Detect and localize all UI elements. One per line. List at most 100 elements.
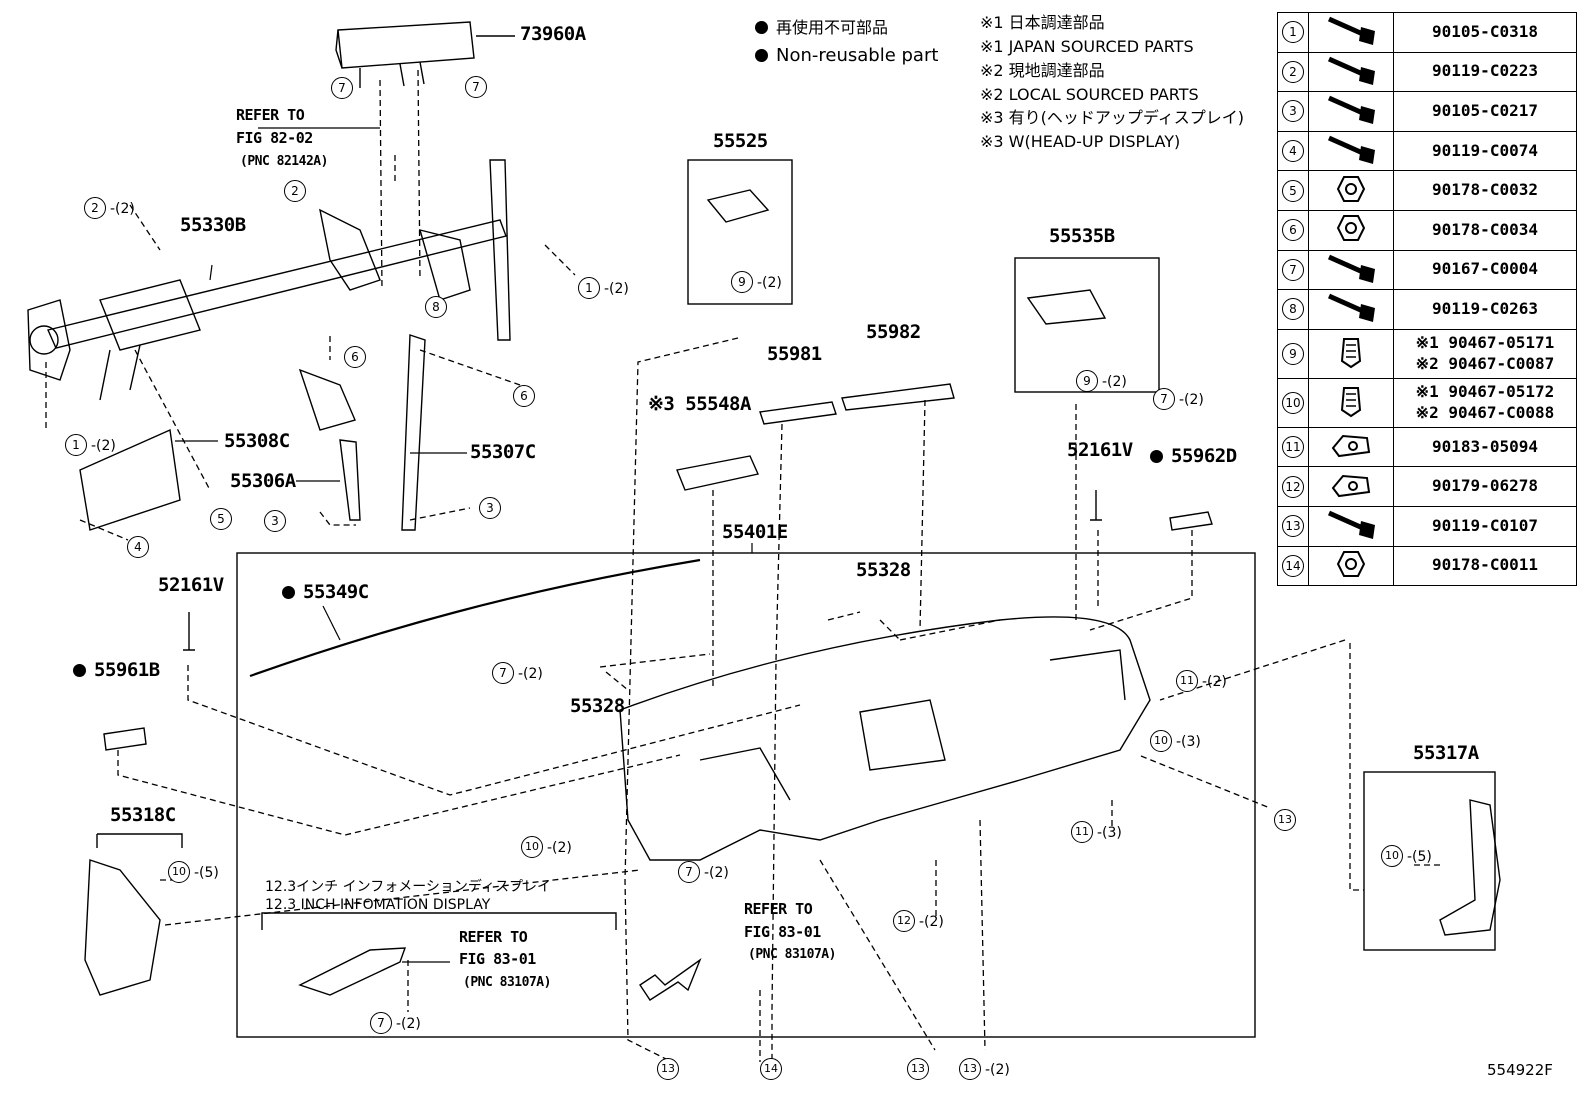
row-number-cell: 1 xyxy=(1277,12,1309,53)
row-number: 2 xyxy=(1282,60,1304,83)
fig-ref-label: FIG 83-01 xyxy=(744,923,821,941)
callout-number: 4 xyxy=(127,536,149,558)
note-line: ※3 W(HEAD-UP DISPLAY) xyxy=(980,132,1181,151)
refer-to-label: REFER TO xyxy=(459,928,528,946)
part-label-55317A: 55317A xyxy=(1413,742,1479,764)
part-number: ※2 90467-C0088 xyxy=(1415,402,1555,422)
callout-quantity: -(5) xyxy=(194,865,219,881)
part-number-cell: 90119-C0107 xyxy=(1393,505,1577,547)
callout-quantity: -(2) xyxy=(518,666,543,682)
row-number-cell: 13 xyxy=(1277,505,1309,547)
parts-table-row: 14 90178-C0011 xyxy=(1277,545,1577,587)
parts-table-row: 11 90183-05094 xyxy=(1277,426,1577,468)
screw-52161V-right xyxy=(1090,490,1102,521)
row-number: 6 xyxy=(1282,219,1304,242)
cover-55535B-box xyxy=(1014,257,1160,393)
row-number: 4 xyxy=(1282,140,1304,163)
row-number: 7 xyxy=(1282,258,1304,281)
callout-number: 11 xyxy=(1176,670,1198,692)
callout-number: 7 xyxy=(678,861,700,883)
assembly-frame xyxy=(236,552,1256,1038)
part-number-cell: 90167-C0004 xyxy=(1393,249,1577,291)
row-number-cell: 5 xyxy=(1277,170,1309,211)
row-number: 14 xyxy=(1282,554,1304,577)
filled-dot-icon xyxy=(755,49,768,62)
row-number-cell: 7 xyxy=(1277,249,1309,291)
part-number-cell: ※1 90467-05172※2 90467-C0088 xyxy=(1393,377,1577,428)
part-number-cell: 90119-C0263 xyxy=(1393,289,1577,330)
callout-number: 9 xyxy=(1076,370,1098,392)
callout-quantity: -(2) xyxy=(1179,392,1204,408)
part-label-55318C: 55318C xyxy=(110,804,176,826)
callout-number: 3 xyxy=(479,497,501,519)
nut-clip-icon xyxy=(1308,466,1394,507)
parts-table-row: 7 90167-C0004 xyxy=(1277,249,1577,291)
parts-table-row: 5 90178-C0032 xyxy=(1277,170,1577,211)
parts-table-row: 13 90119-C0107 xyxy=(1277,505,1577,547)
cover-55525-box xyxy=(687,159,793,305)
row-number: 12 xyxy=(1282,475,1304,498)
part-number: 90119-C0223 xyxy=(1432,61,1538,81)
refer-to-label: REFER TO xyxy=(744,900,813,918)
row-number: 5 xyxy=(1282,179,1304,202)
duct-55981 xyxy=(759,401,837,425)
part-number-cell: 90178-C0011 xyxy=(1393,545,1577,587)
callout-number: 1 xyxy=(65,434,87,456)
part-label-55981: 55981 xyxy=(767,343,822,365)
row-number-cell: 2 xyxy=(1277,51,1309,93)
screw-52161V-left xyxy=(183,612,195,651)
side-panel-55318C-shape xyxy=(84,859,161,996)
nut-icon xyxy=(1308,545,1394,587)
callout-number: 10 xyxy=(1150,730,1172,752)
parts-table-row: 8 90119-C0263 xyxy=(1277,289,1577,330)
part-number-cell: 90119-C0223 xyxy=(1393,51,1577,93)
cover-55535B-shape xyxy=(1026,289,1107,325)
instrument-panel-55401E xyxy=(619,616,1151,861)
figure-id: 554922F xyxy=(1487,1061,1553,1079)
part-label-55961B: 55961B xyxy=(73,661,160,680)
clip-icon xyxy=(1308,328,1394,379)
callout-number: 7 xyxy=(465,76,487,98)
callout-quantity: -(2) xyxy=(91,438,116,454)
moulding-55349C xyxy=(249,558,701,678)
display-label-en: 12.3 INCH INFOMATION DISPLAY xyxy=(265,897,491,913)
row-number-cell: 11 xyxy=(1277,426,1309,468)
callout-quantity: -(2) xyxy=(1102,374,1127,390)
row-number: 9 xyxy=(1282,342,1304,365)
row-number-cell: 4 xyxy=(1277,130,1309,172)
part-number-cell: 90183-05094 xyxy=(1393,426,1577,468)
pnc-ref-label: (PNC 82142A) xyxy=(240,154,328,169)
part-label-55401E: 55401E xyxy=(722,521,788,543)
bolt-icon xyxy=(1308,91,1394,132)
callout-number: 10 xyxy=(1381,845,1403,867)
bolt-icon xyxy=(1308,289,1394,330)
callout-number: 3 xyxy=(264,510,286,532)
part-label-55328-upper: 55328 xyxy=(856,559,911,581)
row-number-cell: 9 xyxy=(1277,328,1309,379)
row-number: 8 xyxy=(1282,298,1304,321)
part-number: 90183-05094 xyxy=(1432,436,1538,456)
callout-quantity: -(2) xyxy=(547,840,572,856)
clip-55962D xyxy=(1169,511,1213,531)
airbag-module-shape xyxy=(335,21,515,88)
callout-number: 13 xyxy=(959,1058,981,1080)
display-bracket xyxy=(261,912,617,930)
callout-number: 10 xyxy=(168,861,190,883)
part-label-52161V-right: 52161V xyxy=(1067,439,1133,461)
callout-number: 6 xyxy=(513,385,535,407)
part-number: 90178-C0011 xyxy=(1432,555,1538,575)
callout-quantity: -(5) xyxy=(1407,849,1432,865)
side-panel-55317A-shape xyxy=(1439,799,1501,936)
row-number: 10 xyxy=(1282,391,1304,414)
part-label-55306A: 55306A xyxy=(230,470,296,492)
part-number-cell: 90178-C0032 xyxy=(1393,170,1577,211)
parts-table-row: 10 ※1 90467-05172※2 90467-C0088 xyxy=(1277,377,1577,428)
side-panel-55317A-box xyxy=(1363,771,1496,951)
part-number: ※1 90467-05172 xyxy=(1415,381,1555,401)
callout-number: 2 xyxy=(284,180,306,202)
part-label-55525: 55525 xyxy=(713,130,768,152)
parts-table-row: 2 90119-C0223 xyxy=(1277,51,1577,93)
filled-dot-icon xyxy=(755,21,768,34)
